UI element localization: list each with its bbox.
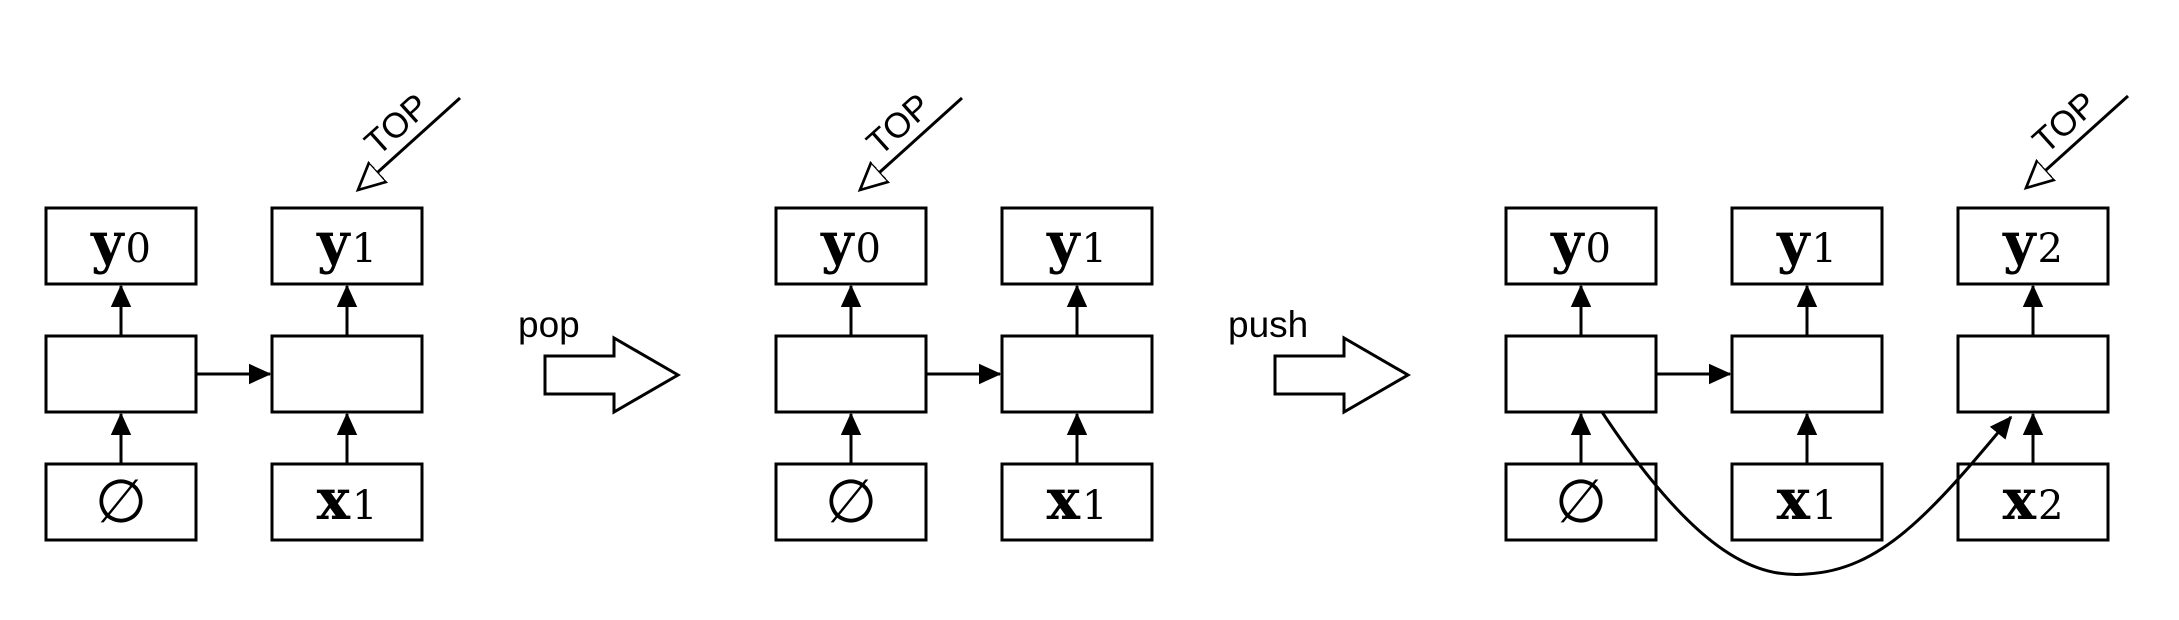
input-box-empty xyxy=(774,462,928,542)
skip-connection-arrow xyxy=(1600,411,2013,576)
hidden-box-0 xyxy=(1504,334,1658,414)
top-pointer-arrow xyxy=(2026,94,2130,188)
input-box-x1 xyxy=(1730,462,1884,542)
hidden-box-2 xyxy=(1956,334,2110,414)
pop-operation: pop xyxy=(518,304,681,415)
top-pointer-label: TOP xyxy=(2025,84,2104,161)
output-box-y1 xyxy=(1730,206,1884,286)
pop-label: pop xyxy=(518,304,580,345)
top-pointer-label: TOP xyxy=(357,86,436,163)
top-pointer-arrow xyxy=(358,96,462,190)
stage-2: y0 y1 ∅ x1 TOP xyxy=(774,86,1154,542)
hidden-box-1 xyxy=(270,334,424,414)
output-label-y0: y0 xyxy=(90,210,151,276)
output-label-y1: y1 xyxy=(1046,210,1107,276)
input-label-empty: ∅ xyxy=(1555,467,1607,537)
push-arrow xyxy=(1273,335,1411,415)
input-label-x1: x1 xyxy=(1777,467,1838,533)
output-label-y1: y1 xyxy=(1776,210,1837,276)
output-label-y2: y2 xyxy=(2002,210,2063,276)
output-box-y1 xyxy=(1000,206,1154,286)
push-operation: push xyxy=(1228,304,1411,415)
output-box-y1 xyxy=(270,206,424,286)
hidden-box-1 xyxy=(1730,334,1884,414)
push-label: push xyxy=(1228,304,1308,345)
stage-1: y0 y1 ∅ x1 TOP xyxy=(44,86,462,542)
input-box-x2 xyxy=(1956,462,2110,542)
hidden-box-0 xyxy=(774,334,928,414)
input-box-empty xyxy=(1504,462,1658,542)
hidden-box-1 xyxy=(1000,334,1154,414)
output-label-y0: y0 xyxy=(1550,210,1611,276)
output-box-y0 xyxy=(1504,206,1658,286)
top-pointer-label: TOP xyxy=(859,86,938,163)
output-box-y2 xyxy=(1956,206,2110,286)
top-pointer-arrow xyxy=(860,96,964,190)
pop-arrow xyxy=(543,335,681,415)
output-label-y0: y0 xyxy=(820,210,881,276)
input-label-empty: ∅ xyxy=(95,467,147,537)
hidden-box-0 xyxy=(44,334,198,414)
output-box-y0 xyxy=(44,206,198,286)
output-label-y1: y1 xyxy=(316,210,377,276)
input-label-empty: ∅ xyxy=(825,467,877,537)
input-label-x2: x2 xyxy=(2003,467,2064,533)
stage-3: y0 y1 y2 ∅ x1 x2 TOP xyxy=(1504,84,2130,576)
input-label-x1: x1 xyxy=(1047,467,1108,533)
output-box-y0 xyxy=(774,206,928,286)
input-label-x1: x1 xyxy=(317,467,378,533)
